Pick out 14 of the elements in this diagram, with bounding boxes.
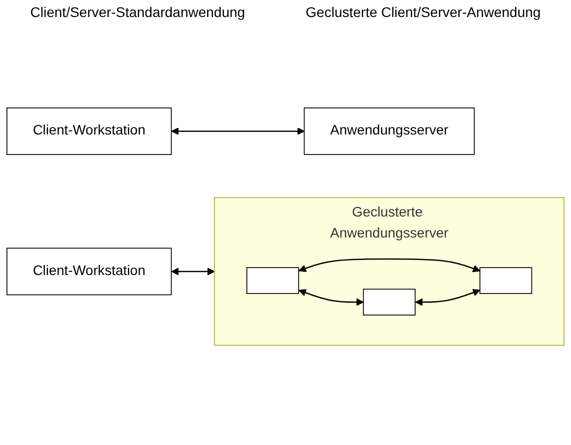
node-box: Anwendungsserver	[304, 107, 475, 155]
node-box	[362, 288, 416, 316]
arrow	[298, 288, 364, 306]
node-box	[479, 267, 532, 294]
section-heading: Geclusterte Client/Server-Anwendung	[306, 4, 541, 20]
node-box: Client-Workstation	[6, 107, 172, 155]
arrow	[415, 288, 480, 306]
arrow	[298, 258, 480, 272]
node-box: Client-Workstation	[6, 248, 172, 296]
arrow	[171, 127, 305, 135]
arrow	[171, 268, 215, 276]
node-box	[246, 267, 300, 294]
section-heading: Client/Server-Standardanwendung	[30, 4, 246, 20]
cluster: Geclusterte Anwendungsserver	[214, 197, 564, 346]
